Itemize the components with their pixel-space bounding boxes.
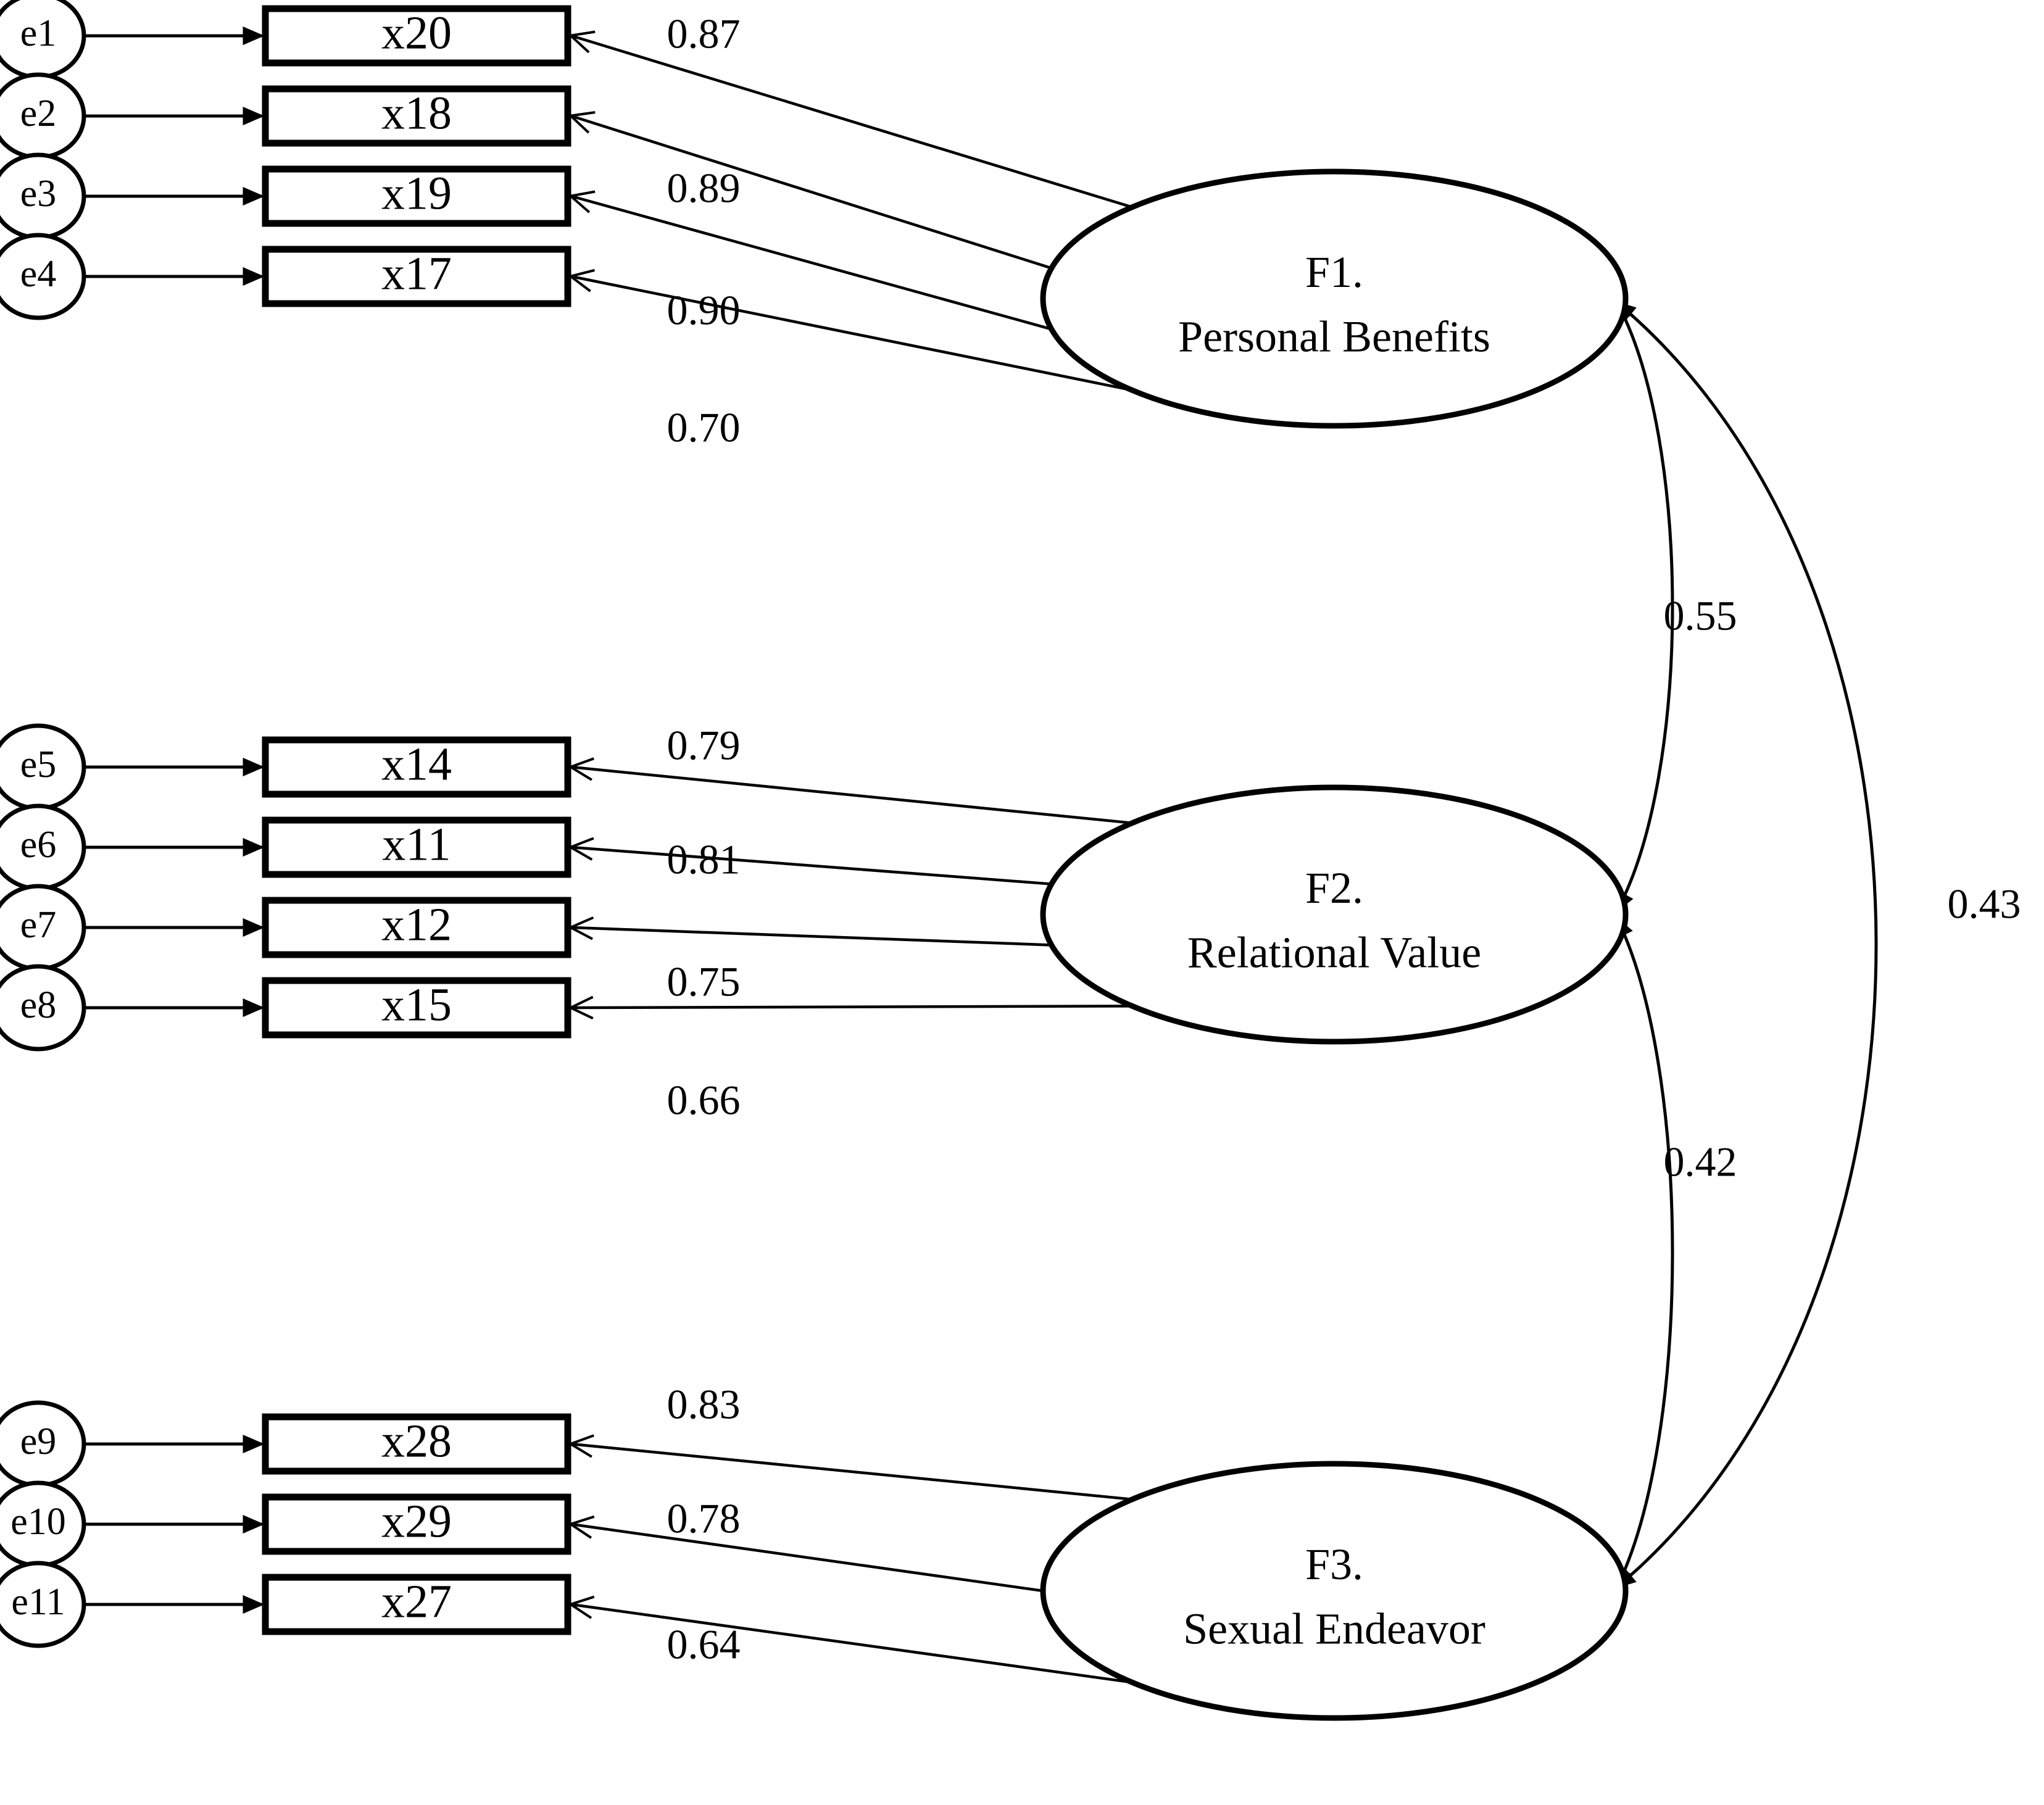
error-term-e11 [0,1561,86,1648]
error-term-label-e5: e5 [20,744,57,786]
error-term-label-e9: e9 [20,1421,57,1463]
error-term-label-e11: e11 [11,1581,65,1623]
loading-value-x14: 0.79 [667,722,741,769]
indicator-label-x27: x27 [381,1575,452,1627]
indicator-label-x14: x14 [381,738,452,790]
indicator-box-x11 [262,816,571,878]
factor-ellipse-F1 [1040,168,1629,429]
error-term-e4 [0,233,86,320]
loading-path-F1-to-x19 [571,196,1052,331]
factor-label-F3: F3. Sexual Endeavor [1183,1540,1485,1653]
indicator-label-x29: x29 [381,1495,452,1547]
error-term-label-e1: e1 [20,12,57,54]
factor-ellipse-F2 [1040,784,1629,1045]
indicator-label-x15: x15 [381,979,452,1031]
indicator-label-x19: x19 [381,167,452,219]
indicator-box-x28 [262,1413,571,1475]
loading-value-x15: 0.66 [667,1077,741,1124]
correlation-value-F1-F2: 0.55 [1664,592,1737,639]
indicator-box-x29 [262,1493,571,1555]
loading-path-F2-to-x14 [571,767,1132,824]
correlation-value-F2-F3: 0.42 [1664,1139,1737,1185]
factor-label-line2-F3: Sexual Endeavor [1183,1604,1485,1653]
indicator-box-x12 [262,897,571,958]
correlation-arc-F1-F2 [1615,301,1674,913]
error-term-label-e3: e3 [20,173,57,215]
indicator-box-x18 [262,85,571,147]
loading-value-x29: 0.78 [667,1495,741,1542]
factor-label-line2-F1: Personal Benefits [1178,312,1490,361]
indicator-label-x18: x18 [381,87,452,139]
factor-label-F1: F1. Personal Benefits [1178,247,1490,361]
factor-label-line2-F2: Relational Value [1187,927,1482,977]
indicator-label-x11: x11 [382,818,451,870]
loading-path-F2-to-x11 [571,847,1052,886]
loading-path-F3-to-x29 [571,1524,1044,1593]
loading-value-x19: 0.90 [667,287,741,334]
indicator-label-x20: x20 [381,7,452,59]
error-term-label-e6: e6 [20,824,57,866]
loading-path-F1-to-x18 [571,116,1052,270]
loading-value-x20: 0.87 [667,10,741,57]
node-layer [0,0,1629,1721]
factor-ellipse-F3 [1040,1461,1629,1721]
indicator-box-x17 [262,246,571,307]
error-term-label-e10: e10 [10,1501,66,1543]
factor-label-line1-F2: F2. [1305,863,1363,913]
edge-layer [84,26,1878,1684]
factor-label-line1-F3: F3. [1305,1540,1363,1589]
indicator-label-x12: x12 [381,898,452,950]
correlation-value-F1-F3: 0.43 [1948,881,2021,927]
error-term-label-e7: e7 [20,904,57,946]
correlation-arc-F1-F3 [1615,301,1878,1588]
loading-path-F1-to-x20 [571,36,1133,209]
indicator-box-x20 [262,5,571,67]
indicator-box-x15 [262,977,571,1039]
indicator-box-x27 [262,1574,571,1635]
factor-label-F2: F2. Relational Value [1187,863,1482,977]
loading-value-x18: 0.89 [667,165,741,212]
indicator-box-x14 [262,736,571,798]
loading-value-x27: 0.64 [667,1621,741,1668]
error-term-label-e2: e2 [20,93,57,135]
indicator-box-x19 [262,165,571,227]
factor-label-line1-F1: F1. [1305,247,1363,297]
loading-path-F2-to-x15 [571,1006,1132,1008]
error-term-label-e8: e8 [20,984,57,1026]
error-term-label-e4: e4 [20,253,57,295]
loading-path-F2-to-x12 [571,927,1052,947]
indicator-label-x28: x28 [381,1415,452,1467]
loading-path-F1-to-x17 [571,276,1132,392]
loading-value-x28: 0.83 [667,1381,741,1428]
loading-value-x11: 0.81 [667,836,741,883]
loading-path-F3-to-x27 [571,1604,1132,1684]
error-term-e8 [0,964,86,1052]
correlation-arc-F2-F3 [1615,916,1674,1589]
loading-path-F3-to-x28 [571,1444,1132,1501]
loading-value-x12: 0.75 [667,958,741,1005]
loading-value-x17: 0.70 [667,404,741,451]
indicator-label-x17: x17 [381,247,452,299]
label-layer: e1 e2 e3 e4 e5 e6 e7 e8 e9 e10 e11 x20 x18 x19 x17 x14 x… [10,7,2021,1667]
